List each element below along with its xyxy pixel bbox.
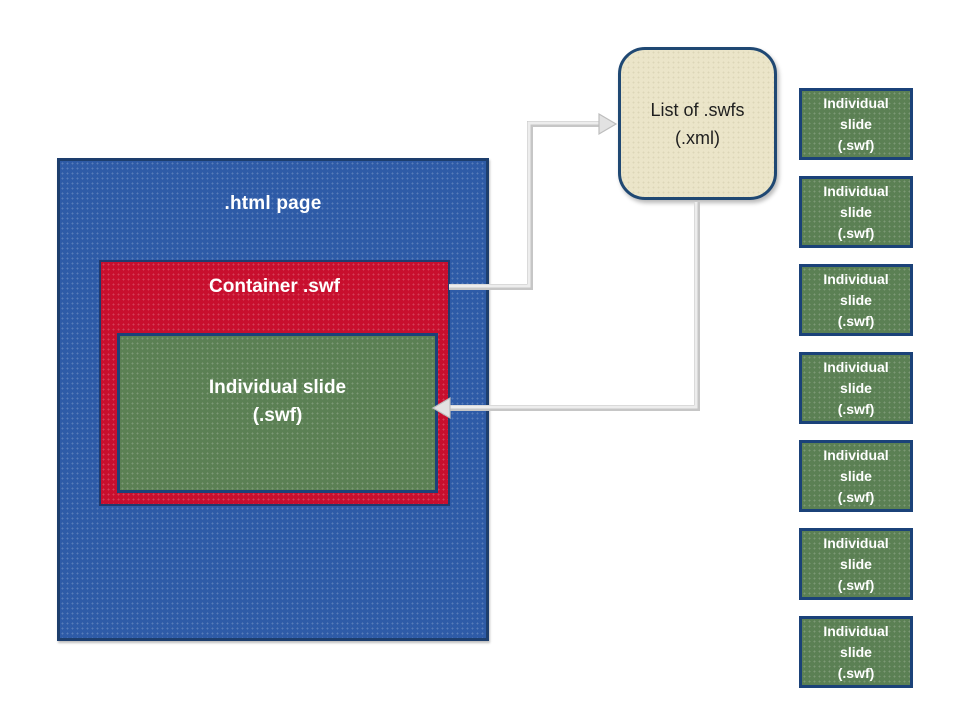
xml-list-label-line1: List of .swfs	[650, 99, 745, 120]
slide-item-label-line1: Individual	[823, 622, 889, 639]
arrowhead-right-icon	[598, 112, 618, 136]
individual-slide-label-line2: (.swf)	[252, 405, 303, 426]
individual-slide-box: Individual slide (.swf)	[117, 333, 438, 493]
slide-stack-item: Individual slide (.swf)	[799, 88, 913, 160]
slide-stack-item: Individual slide (.swf)	[799, 176, 913, 248]
slide-item-label-line1: Individual	[823, 182, 889, 199]
slide-stack-item: Individual slide (.swf)	[799, 440, 913, 512]
slide-item-label-line2: slide	[840, 467, 872, 484]
slide-item-label-line1: Individual	[823, 358, 889, 375]
slide-item-label-line2: slide	[840, 203, 872, 220]
slide-item-label-line2: slide	[840, 555, 872, 572]
slide-item-label-line1: Individual	[823, 94, 889, 111]
slide-item-label-line1: Individual	[823, 534, 889, 551]
individual-slide-label-line1: Individual slide	[208, 377, 347, 398]
slide-item-label-line2: slide	[840, 643, 872, 660]
container-swf-box: Container .swf Individual slide (.swf)	[99, 260, 450, 506]
slide-item-label-line2: slide	[840, 379, 872, 396]
xml-list-box: List of .swfs (.xml)	[618, 47, 777, 200]
slide-item-label-line1: Individual	[823, 270, 889, 287]
slide-item-label-line2: slide	[840, 291, 872, 308]
slide-stack: Individual slide (.swf) Individual slide…	[799, 88, 913, 688]
slide-stack-item: Individual slide (.swf)	[799, 264, 913, 336]
slide-item-label-line3: (.swf)	[837, 224, 875, 241]
slide-item-label-line3: (.swf)	[837, 312, 875, 329]
slide-item-label-line1: Individual	[823, 446, 889, 463]
slide-stack-item: Individual slide (.swf)	[799, 616, 913, 688]
container-swf-label: Container .swf	[209, 276, 340, 297]
slide-stack-item: Individual slide (.swf)	[799, 528, 913, 600]
slide-item-label-line3: (.swf)	[837, 400, 875, 417]
slide-item-label-line2: slide	[840, 115, 872, 132]
xml-list-label-line2: (.xml)	[675, 127, 720, 148]
slide-stack-item: Individual slide (.swf)	[799, 352, 913, 424]
slide-item-label-line3: (.swf)	[837, 488, 875, 505]
html-page-label: .html page	[224, 193, 322, 214]
slide-item-label-line3: (.swf)	[837, 664, 875, 681]
slide-item-label-line3: (.swf)	[837, 136, 875, 153]
html-page-box: .html page Container .swf Individual sli…	[57, 158, 489, 641]
slide-item-label-line3: (.swf)	[837, 576, 875, 593]
